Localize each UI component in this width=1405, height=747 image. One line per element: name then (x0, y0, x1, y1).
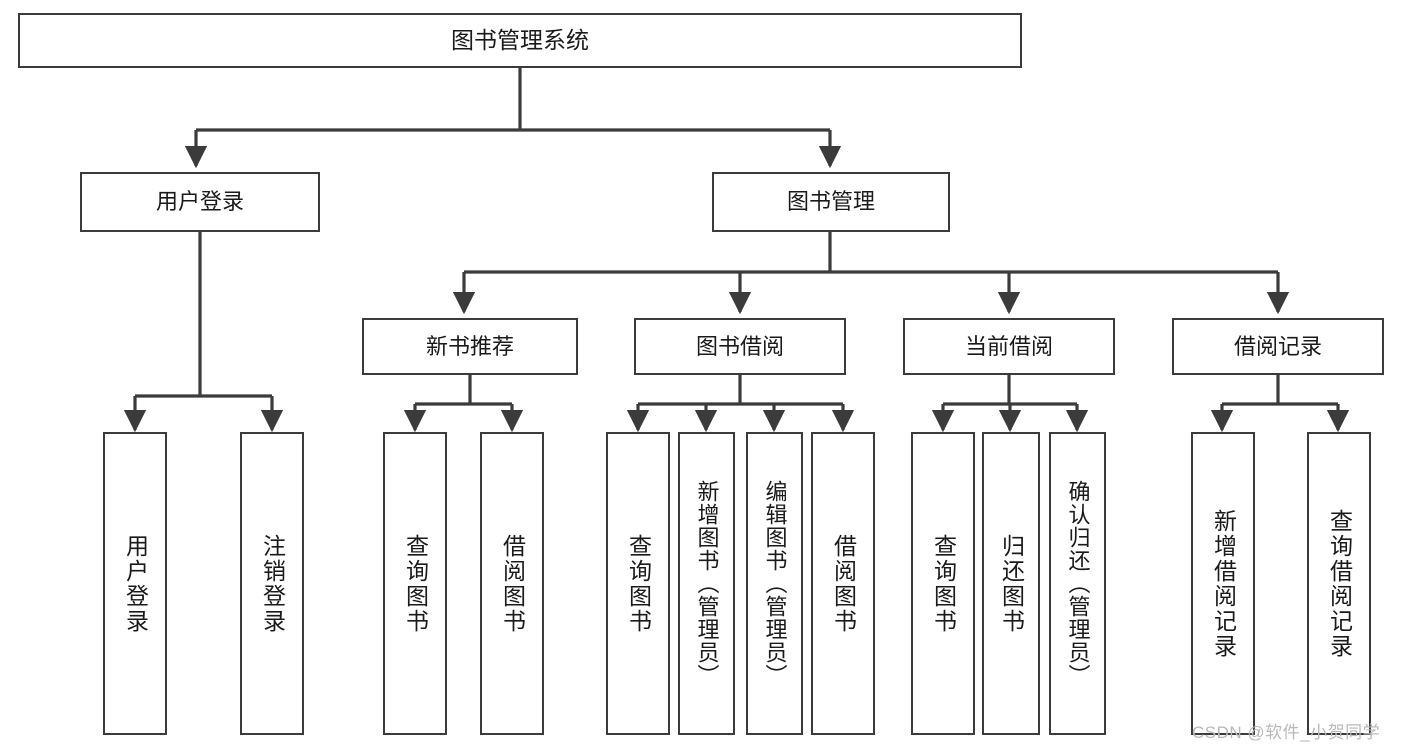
csdn-watermark: CSDN @软件_小贺同学 (1192, 723, 1381, 742)
node-label: 用户登录 (155, 189, 244, 215)
node-leaf-confirm-return-admin[interactable]: 确认归还（管理员） (1049, 432, 1106, 735)
node-leaf-query-borrow-record[interactable]: 查询借阅记录 (1307, 432, 1371, 735)
node-label: 查询图书 (402, 533, 429, 634)
node-leaf-borrow-book-recommend[interactable]: 借阅图书 (480, 432, 544, 735)
node-label: 用户登录 (122, 533, 149, 634)
node-user-login[interactable]: 用户登录 (80, 172, 320, 232)
node-label: 借阅记录 (1233, 333, 1322, 359)
node-label: 借阅图书 (499, 533, 526, 634)
node-label: 图书借阅 (695, 333, 784, 359)
node-leaf-return-book[interactable]: 归还图书 (982, 432, 1040, 735)
node-leaf-query-book-recommend[interactable]: 查询图书 (383, 432, 447, 735)
node-borrow-record[interactable]: 借阅记录 (1172, 318, 1384, 375)
node-leaf-edit-book-admin[interactable]: 编辑图书（管理员） (746, 432, 803, 735)
node-label: 当前借阅 (964, 333, 1053, 359)
node-leaf-user-login[interactable]: 用户登录 (103, 432, 167, 735)
node-label: 新增借阅记录 (1210, 508, 1237, 659)
node-root-system[interactable]: 图书管理系统 (18, 13, 1022, 68)
node-leaf-add-borrow-record[interactable]: 新增借阅记录 (1191, 432, 1255, 735)
node-new-book-recommend[interactable]: 新书推荐 (362, 318, 578, 375)
node-label: 归还图书 (998, 533, 1025, 634)
node-leaf-query-book-current[interactable]: 查询图书 (911, 432, 975, 735)
node-label: 图书管理 (786, 189, 875, 215)
node-book-management[interactable]: 图书管理 (712, 172, 950, 232)
node-label: 注销登录 (259, 533, 286, 634)
node-label: 查询图书 (625, 533, 652, 634)
node-book-borrow[interactable]: 图书借阅 (634, 318, 846, 375)
node-leaf-borrow-book[interactable]: 借阅图书 (811, 432, 875, 735)
node-leaf-logout[interactable]: 注销登录 (240, 432, 304, 735)
node-leaf-add-book-admin[interactable]: 新增图书（管理员） (678, 432, 735, 735)
node-label: 新增图书（管理员） (694, 480, 720, 687)
node-label: 确认归还（管理员） (1065, 480, 1091, 687)
node-label: 借阅图书 (830, 533, 857, 634)
node-leaf-query-book-borrow[interactable]: 查询图书 (606, 432, 670, 735)
node-label: 新书推荐 (425, 333, 514, 359)
node-label: 图书管理系统 (451, 26, 589, 53)
node-label: 编辑图书（管理员） (762, 480, 788, 687)
node-current-borrow[interactable]: 当前借阅 (903, 318, 1115, 375)
node-label: 查询借阅记录 (1326, 508, 1353, 659)
node-label: 查询图书 (930, 533, 957, 634)
